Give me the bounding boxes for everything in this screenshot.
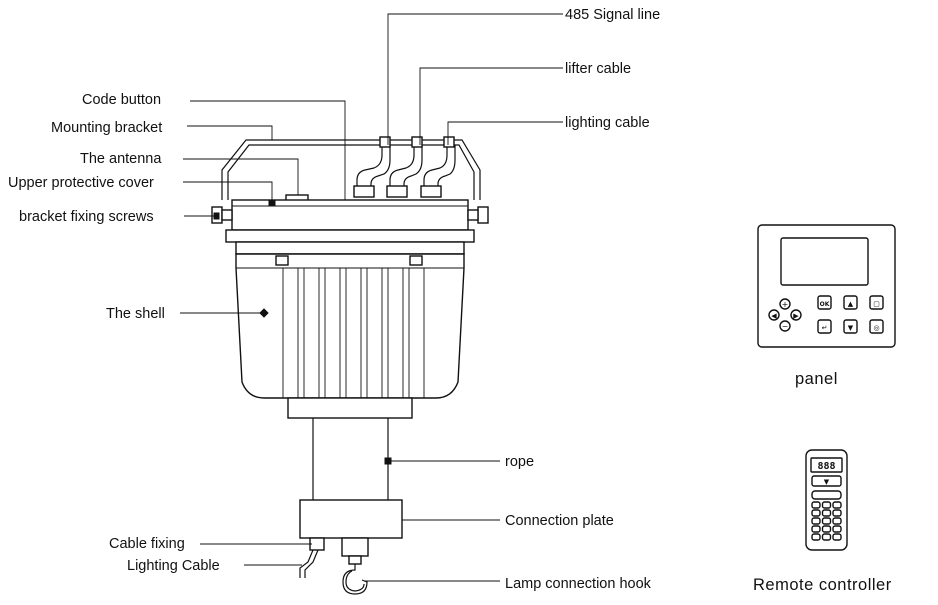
panel-screen: [780, 237, 869, 286]
control-panel: + − ◀ ▶ OK ▲ ▢ ↵ ▼ ◎: [757, 224, 896, 348]
remote-keypad: [811, 501, 842, 541]
remote-arrow-glyph: ▼: [824, 478, 830, 486]
label-hook: Lamp connection hook: [505, 576, 652, 592]
svg-text:▶: ▶: [793, 312, 799, 320]
lamp-connection-hook: [341, 537, 369, 595]
panel-up-glyph: ▲: [848, 300, 854, 308]
label-signal-line: 485 Signal line: [565, 7, 660, 23]
panel-dpad: + − ◀ ▶: [768, 298, 802, 332]
mounting-bracket: [221, 139, 481, 200]
panel-square-glyph: ▢: [873, 300, 880, 308]
panel-down-glyph: ▼: [848, 324, 854, 332]
connection-plate: [299, 499, 403, 539]
label-lifter-cable: lifter cable: [565, 61, 631, 77]
label-bracket-screws: bracket fixing screws: [19, 209, 154, 225]
panel-return-glyph: ↵: [822, 324, 828, 332]
svg-text:+: +: [782, 300, 789, 309]
label-rope: rope: [505, 454, 534, 470]
shell: [235, 253, 465, 419]
ropes: [312, 418, 389, 500]
label-remote: Remote controller: [753, 576, 892, 594]
label-shell: The shell: [106, 306, 165, 322]
labels: 485 Signal line lifter cable lighting ca…: [8, 7, 892, 594]
remote-display: [810, 457, 843, 473]
label-lighting-cable-bottom: Lighting Cable: [127, 558, 220, 574]
label-cable-fixing: Cable fixing: [109, 536, 185, 552]
shell-fins: [282, 268, 425, 398]
remote-display-text: 888: [817, 461, 835, 472]
label-connection-plate: Connection plate: [505, 513, 614, 529]
panel-circle-glyph: ◎: [873, 324, 879, 332]
cable-glands: [353, 136, 456, 198]
label-code-button: Code button: [82, 92, 161, 108]
panel-buttons: OK ▲ ▢ ↵ ▼ ◎: [817, 295, 884, 334]
upper-protective-cover: [225, 199, 475, 255]
label-mounting-bracket: Mounting bracket: [51, 120, 162, 136]
lifter-unit: [211, 136, 489, 595]
svg-text:−: −: [782, 322, 789, 331]
marker-dots: [213, 199, 392, 465]
svg-text:◀: ◀: [771, 312, 777, 320]
label-upper-cover: Upper protective cover: [8, 175, 154, 191]
label-antenna: The antenna: [80, 151, 162, 167]
remote-controller: 888 ▼: [805, 449, 848, 551]
label-lighting-cable: lighting cable: [565, 115, 650, 131]
label-panel: panel: [795, 370, 838, 388]
panel-ok-glyph: OK: [820, 301, 830, 308]
leader-lines: [180, 13, 563, 582]
